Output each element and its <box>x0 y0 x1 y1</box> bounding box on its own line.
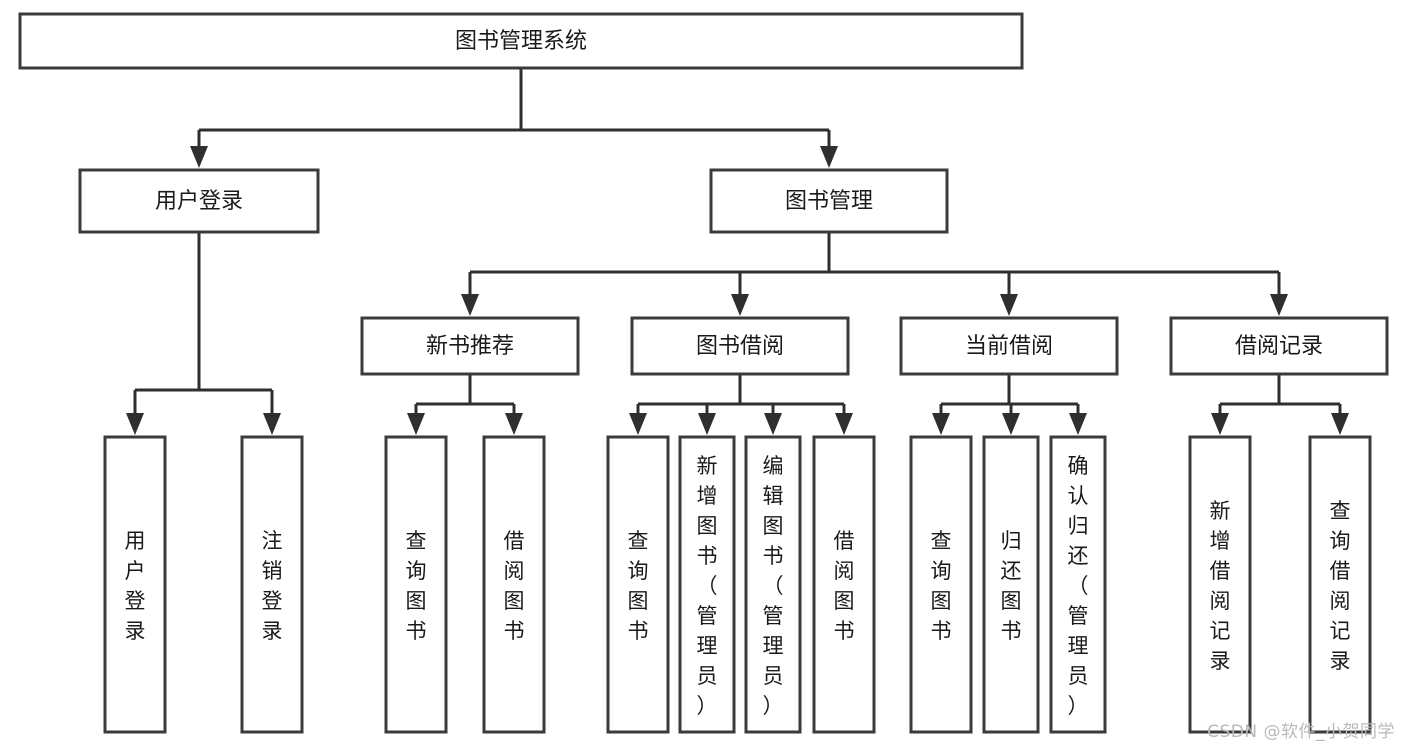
node-label-leaf-cb-confirm: 确认归还（管理员） <box>1068 454 1089 718</box>
node-label-leaf-cb-return: 归还图书 <box>1001 529 1022 643</box>
node-label-leaf-bb-query: 查询图书 <box>628 529 649 643</box>
node-label-borrow-record: 借阅记录 <box>1235 334 1323 359</box>
node-leaf-user-login[interactable]: 用户登录 <box>103 435 167 734</box>
node-box-leaf-cb-confirm[interactable] <box>1049 435 1107 734</box>
node-leaf-cb-query[interactable]: 查询图书 <box>909 435 973 734</box>
node-label-book-borrow: 图书借阅 <box>696 334 784 359</box>
arrowhead-icon <box>263 413 281 435</box>
node-box-leaf-rec-query[interactable] <box>384 435 448 734</box>
edges-layer <box>126 68 1349 435</box>
node-box-leaf-user-login[interactable] <box>103 435 167 734</box>
arrowhead-icon <box>932 413 950 435</box>
node-leaf-user-logout[interactable]: 注销登录 <box>240 435 304 734</box>
node-box-leaf-bb-borrow[interactable] <box>812 435 876 734</box>
arrowhead-icon <box>764 413 782 435</box>
edge-group-book-manage-to-level2 <box>461 232 1288 316</box>
node-leaf-bb-edit[interactable]: 编辑图书（管理员） <box>744 435 802 734</box>
arrowhead-icon <box>698 413 716 435</box>
node-label-current-borrow: 当前借阅 <box>965 334 1053 359</box>
arrowhead-icon <box>461 294 479 316</box>
node-box-leaf-cb-query[interactable] <box>909 435 973 734</box>
node-borrow-record[interactable]: 借阅记录 <box>1169 316 1389 376</box>
edge-group-root-to-level1 <box>190 68 838 168</box>
edge-group-borrow-record-to-leaves <box>1211 374 1349 435</box>
node-box-book-borrow[interactable] <box>630 316 850 376</box>
node-leaf-br-add[interactable]: 新增借阅记录 <box>1188 435 1252 734</box>
node-label-book-manage: 图书管理 <box>785 189 873 214</box>
node-label-leaf-br-query: 查询借阅记录 <box>1330 499 1351 673</box>
node-box-leaf-bb-query[interactable] <box>606 435 670 734</box>
node-box-user-login[interactable] <box>78 168 320 234</box>
watermark-label: CSDN @软件_小贺同学 <box>1207 722 1395 742</box>
node-box-leaf-bb-edit[interactable] <box>744 435 802 734</box>
node-box-root[interactable] <box>18 12 1024 70</box>
edge-group-book-borrow-to-leaves <box>629 374 853 435</box>
node-label-leaf-user-logout: 注销登录 <box>262 529 283 643</box>
arrowhead-icon <box>1211 413 1229 435</box>
node-leaf-rec-borrow[interactable]: 借阅图书 <box>482 435 546 734</box>
node-box-current-borrow[interactable] <box>899 316 1119 376</box>
node-leaf-bb-query[interactable]: 查询图书 <box>606 435 670 734</box>
arrowhead-icon <box>126 413 144 435</box>
node-new-book-rec[interactable]: 新书推荐 <box>360 316 580 376</box>
edge-group-new-book-rec-to-leaves <box>407 374 523 435</box>
node-label-leaf-rec-borrow: 借阅图书 <box>504 529 525 643</box>
edge-group-current-borrow-to-leaves <box>932 374 1087 435</box>
node-box-leaf-br-query[interactable] <box>1308 435 1372 734</box>
nodes-layer: 图书管理系统用户登录图书管理新书推荐图书借阅当前借阅借阅记录用户登录注销登录查询… <box>18 12 1389 734</box>
arrowhead-icon <box>1002 413 1020 435</box>
node-label-leaf-rec-query: 查询图书 <box>406 529 427 643</box>
node-leaf-cb-return[interactable]: 归还图书 <box>982 435 1040 734</box>
node-box-borrow-record[interactable] <box>1169 316 1389 376</box>
arrowhead-icon <box>1270 294 1288 316</box>
arrowhead-icon <box>835 413 853 435</box>
node-box-leaf-cb-return[interactable] <box>982 435 1040 734</box>
node-label-leaf-bb-edit: 编辑图书（管理员） <box>763 454 784 718</box>
node-label-new-book-rec: 新书推荐 <box>426 334 514 359</box>
node-box-new-book-rec[interactable] <box>360 316 580 376</box>
node-label-leaf-user-login: 用户登录 <box>125 529 146 643</box>
arrowhead-icon <box>190 146 208 168</box>
node-label-leaf-bb-add: 新增图书（管理员） <box>697 454 718 718</box>
node-label-leaf-bb-borrow: 借阅图书 <box>834 529 855 643</box>
node-box-leaf-br-add[interactable] <box>1188 435 1252 734</box>
node-book-borrow[interactable]: 图书借阅 <box>630 316 850 376</box>
node-leaf-bb-add[interactable]: 新增图书（管理员） <box>678 435 736 734</box>
node-leaf-rec-query[interactable]: 查询图书 <box>384 435 448 734</box>
node-label-root: 图书管理系统 <box>455 29 587 54</box>
node-user-login[interactable]: 用户登录 <box>78 168 320 234</box>
node-box-leaf-rec-borrow[interactable] <box>482 435 546 734</box>
arrowhead-icon <box>407 413 425 435</box>
node-leaf-bb-borrow[interactable]: 借阅图书 <box>812 435 876 734</box>
node-book-manage[interactable]: 图书管理 <box>709 168 949 234</box>
node-box-leaf-bb-add[interactable] <box>678 435 736 734</box>
arrowhead-icon <box>731 294 749 316</box>
arrowhead-icon <box>1331 413 1349 435</box>
node-leaf-cb-confirm[interactable]: 确认归还（管理员） <box>1049 435 1107 734</box>
arrowhead-icon <box>629 413 647 435</box>
node-root[interactable]: 图书管理系统 <box>18 12 1024 70</box>
arrowhead-icon <box>820 146 838 168</box>
node-box-book-manage[interactable] <box>709 168 949 234</box>
node-label-leaf-cb-query: 查询图书 <box>931 529 952 643</box>
arrowhead-icon <box>505 413 523 435</box>
edge-group-user-login-to-leaves <box>126 232 281 435</box>
arrowhead-icon <box>1069 413 1087 435</box>
node-current-borrow[interactable]: 当前借阅 <box>899 316 1119 376</box>
node-leaf-br-query[interactable]: 查询借阅记录 <box>1308 435 1372 734</box>
node-label-user-login: 用户登录 <box>155 189 243 214</box>
arrowhead-icon <box>1000 294 1018 316</box>
node-box-leaf-user-logout[interactable] <box>240 435 304 734</box>
node-label-leaf-br-add: 新增借阅记录 <box>1210 499 1231 673</box>
